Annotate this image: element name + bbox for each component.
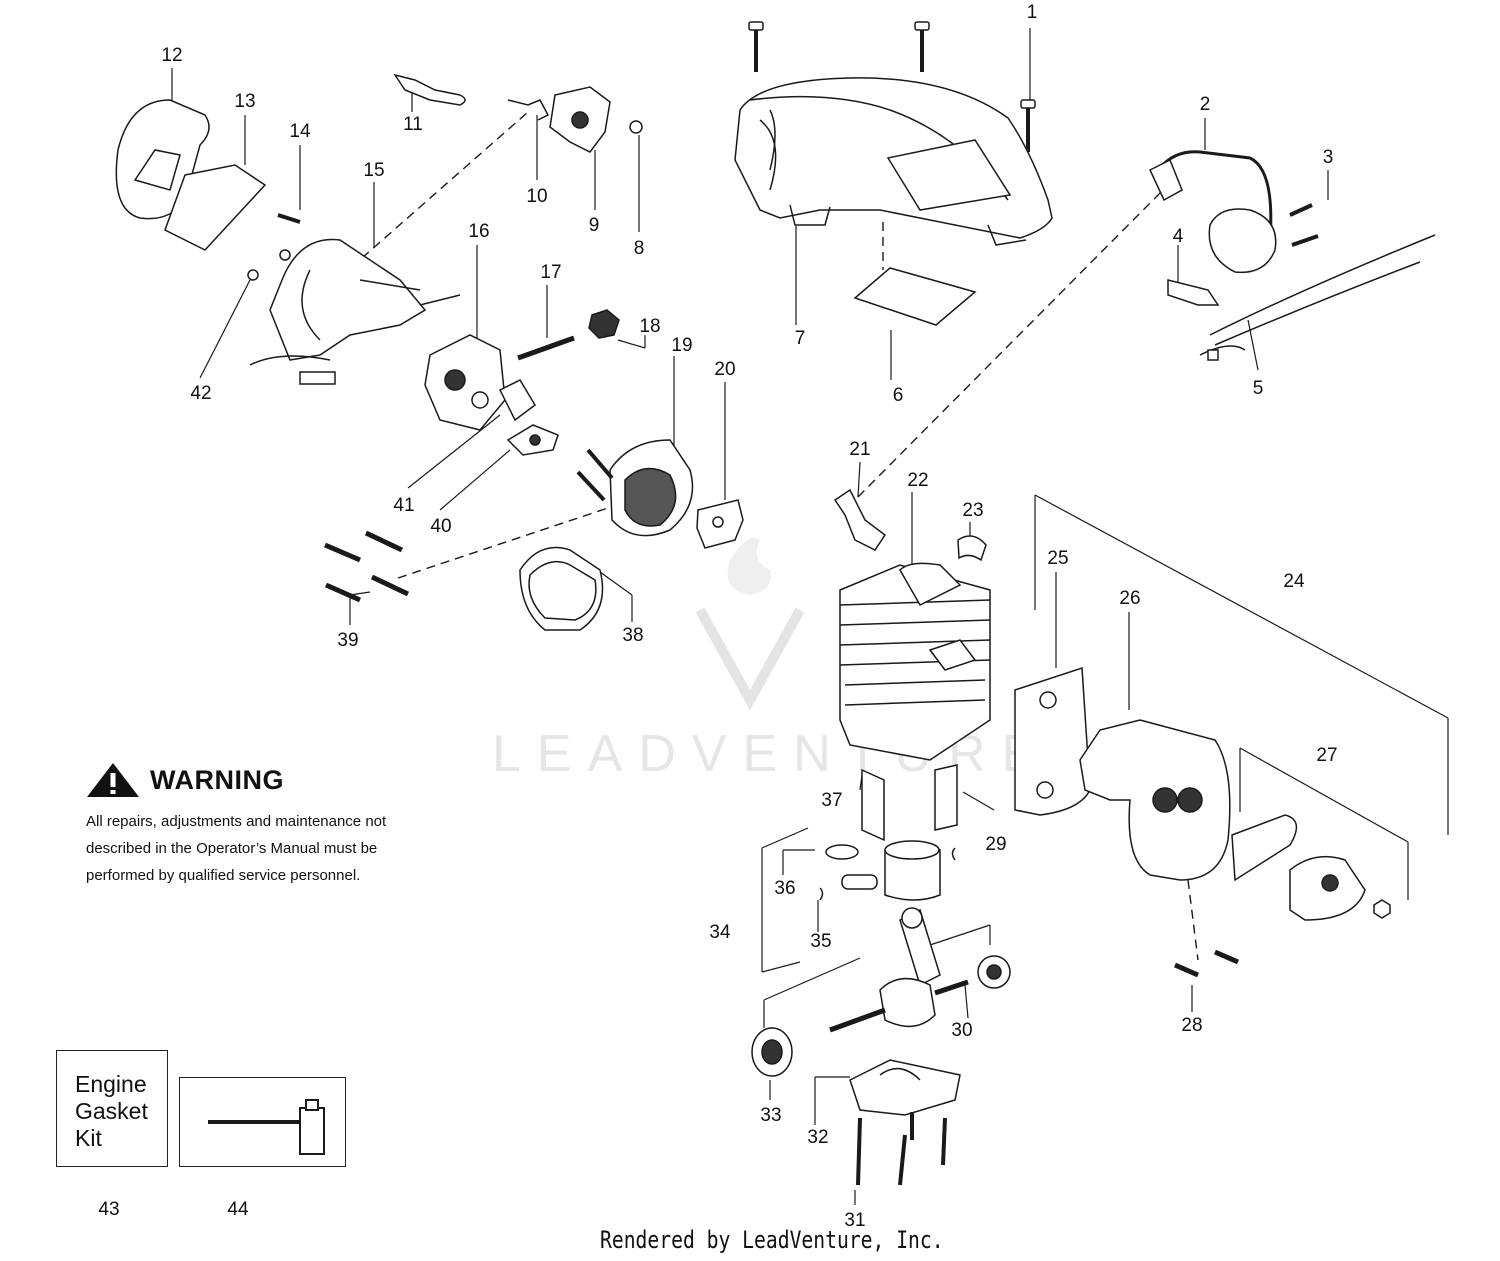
callout-36: 36 [774,878,796,899]
watermark-logo [695,537,805,711]
callout-22: 22 [907,470,929,491]
callout-16: 16 [468,221,490,242]
scrench-tool-icon [208,1099,325,1155]
part-spark-plug [833,488,887,551]
callout-6: 6 [892,385,904,406]
part-crankcase-bolts [856,1112,947,1186]
part-ignition-module [1149,150,1436,361]
part-manifold-gasket [696,499,744,549]
part-crankcase [849,1059,961,1116]
part-intake-manifold [576,439,694,537]
callout-18: 18 [639,316,661,337]
kit-line-3: Kit [75,1125,102,1151]
callout-10: 10 [526,186,548,207]
part-muffler-screen [1231,814,1391,921]
part-top-cover [734,77,1053,246]
callout-29: 29 [985,834,1007,855]
callout-23: 23 [962,500,984,521]
callout-28: 28 [1181,1015,1203,1036]
callout-12: 12 [161,45,183,66]
part-intake-boot-and-gasket [498,379,559,456]
callout-9: 9 [588,215,600,236]
kit-line-2: Gasket [75,1098,148,1124]
part-air-filter-housing [115,99,461,385]
callout-3: 3 [1322,147,1334,168]
warning-header: WARNING [86,762,446,798]
engine-gasket-kit-box: Engine Gasket Kit [56,1050,168,1167]
callout-39: 39 [337,630,359,651]
warning-title: WARNING [150,764,284,795]
warning-triangle-icon [87,763,139,797]
callout-21: 21 [849,439,871,460]
callout-31: 31 [844,1210,866,1231]
callout-32: 32 [807,1127,829,1148]
callout-8: 8 [633,238,645,259]
callout-2: 2 [1199,94,1211,115]
part-muffler-bolts [1174,949,1239,978]
callout-35: 35 [810,931,832,952]
tool-box [179,1077,346,1167]
warning-text: All repairs, adjustments and maintenance… [86,808,446,889]
part-cover-pad [853,267,977,326]
part-clip [957,535,987,562]
footer-credit: Rendered by LeadVenture, Inc. [600,1226,944,1254]
callout-43: 43 [98,1199,120,1220]
warning-line-1: All repairs, adjustments and maintenance… [86,813,387,830]
part-crankshaft [829,907,1011,1033]
callout-26: 26 [1119,588,1141,609]
callout-4: 4 [1172,226,1184,247]
part-rod-and-fitting [517,309,620,361]
callout-27: 27 [1316,745,1338,766]
warning-line-3: performed by qualified service personnel… [86,867,361,884]
callout-20: 20 [714,359,736,380]
callout-34: 34 [709,922,731,943]
callout-42: 42 [190,383,212,404]
callout-33: 33 [760,1105,782,1126]
callout-19: 19 [671,335,693,356]
warning-notice: WARNING All repairs, adjustments and mai… [86,762,446,889]
part-muffler [1079,719,1231,881]
callout-30: 30 [951,1020,973,1041]
part-carburetor [424,334,506,431]
part-bolts [324,530,410,603]
kit-line-1: Engine [75,1071,147,1097]
callout-11: 11 [403,114,423,135]
part-muffler-gasket [1014,666,1091,816]
callout-14: 14 [289,121,311,142]
part-cylinder [839,562,991,761]
part-cylinder-guides [861,764,958,842]
callout-40: 40 [430,516,452,537]
dashed-assembly-lines [361,111,1199,961]
callout-25: 25 [1047,548,1069,569]
callout-13: 13 [234,91,256,112]
callout-17: 17 [540,262,562,283]
callout-24: 24 [1283,571,1305,592]
callout-15: 15 [363,160,385,181]
callout-37: 37 [821,790,843,811]
callout-44: 44 [227,1199,249,1220]
part-bearing [751,1027,793,1077]
callout-1: 1 [1026,2,1038,23]
callout-41: 41 [393,495,415,516]
callout-7: 7 [794,328,806,349]
warning-line-2: described in the Operator’s Manual must … [86,840,378,857]
callout-38: 38 [622,625,644,646]
callout-5: 5 [1252,378,1264,399]
part-cover-screws [748,21,1036,152]
part-piston [819,840,956,901]
part-small-top [393,73,643,153]
part-plate [519,546,604,631]
